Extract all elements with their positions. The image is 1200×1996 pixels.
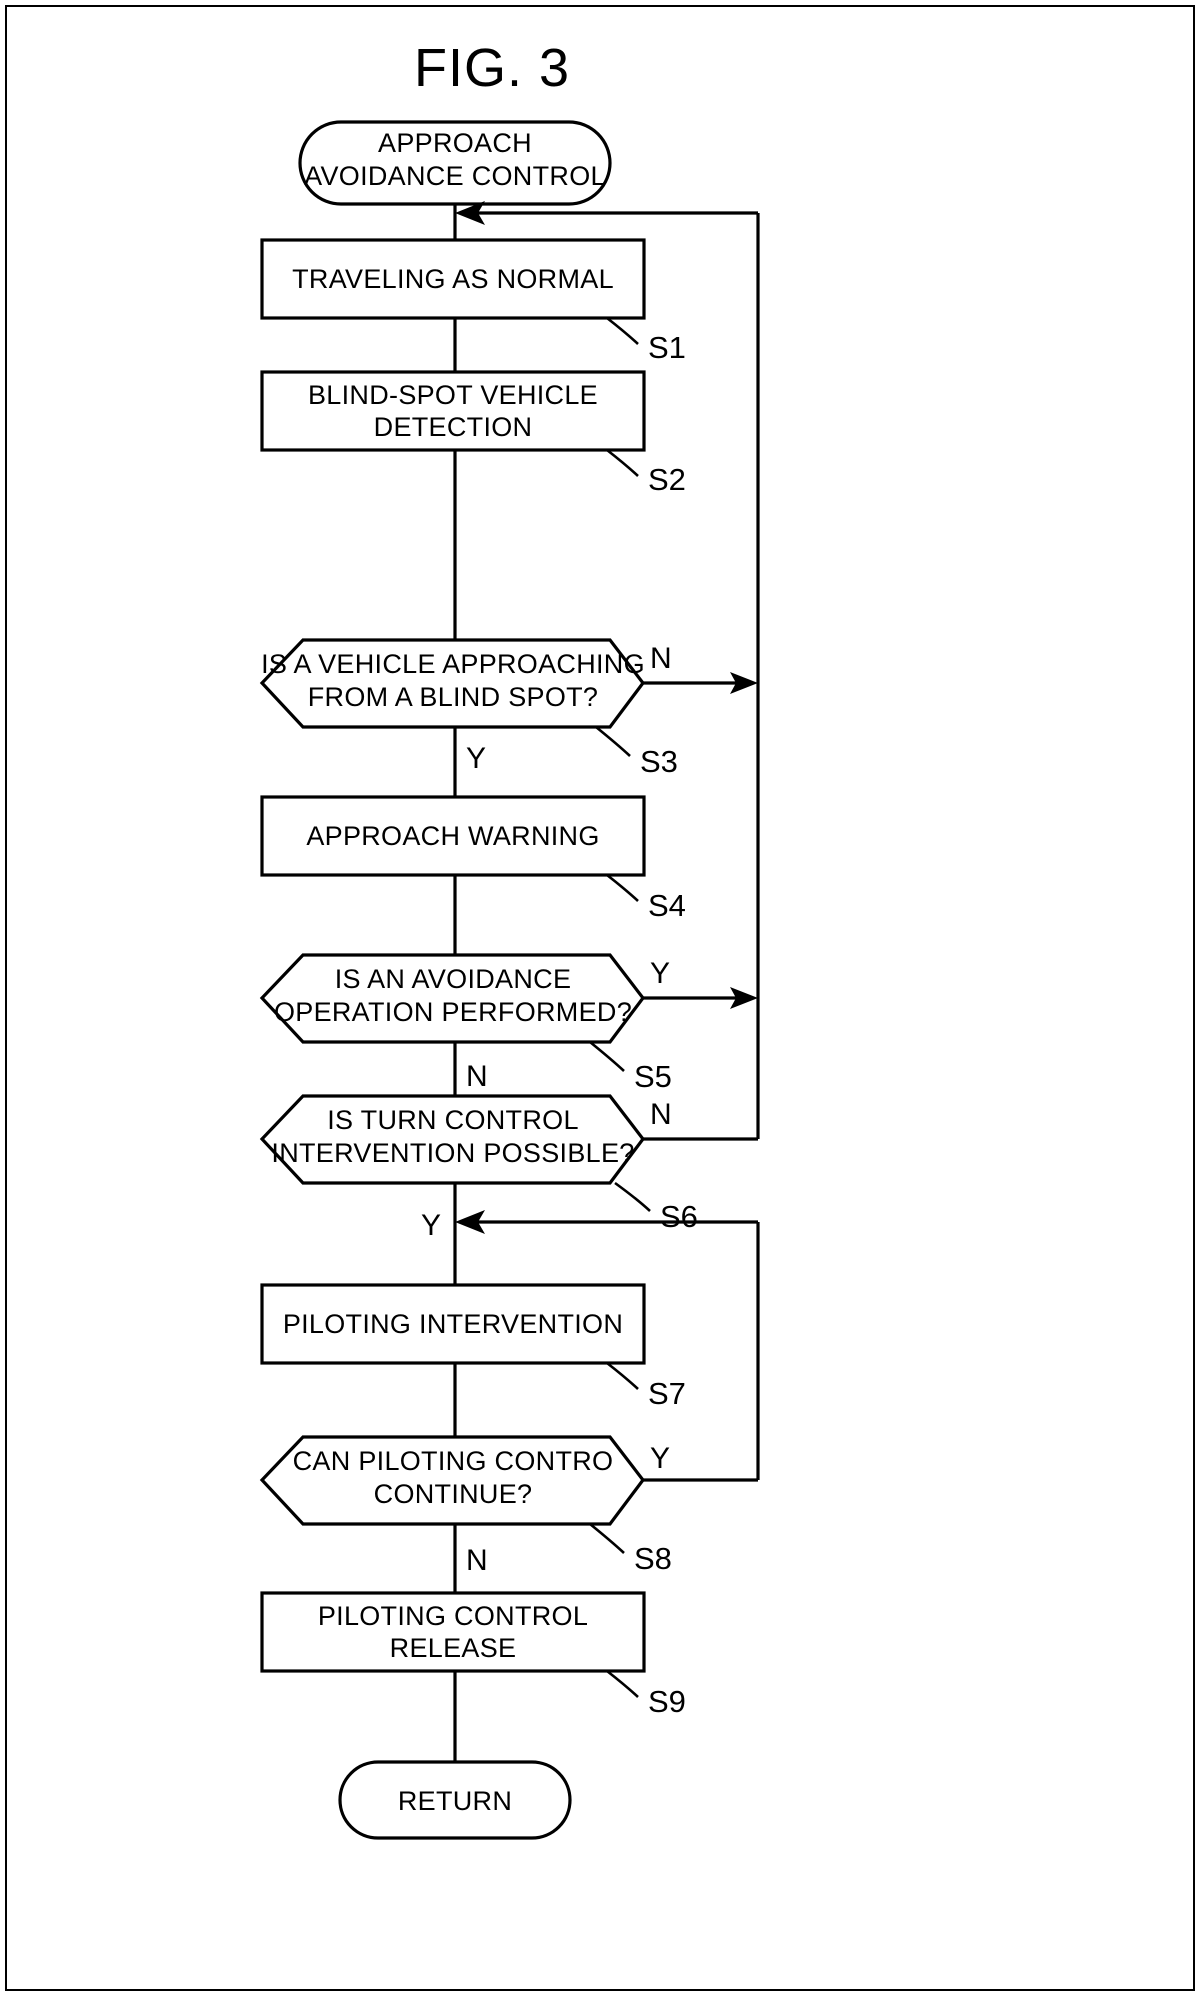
- step-label-s8: S8: [634, 1541, 672, 1576]
- leader-s2: [606, 448, 639, 477]
- node-s2-line2: DETECTION: [374, 412, 533, 442]
- figure-title: FIG. 3: [414, 38, 570, 98]
- step-label-s3: S3: [640, 744, 678, 779]
- step-label-s6: S6: [660, 1199, 698, 1234]
- branch-label-s6-no: N: [650, 1098, 672, 1131]
- node-s9-shape: [260, 1591, 646, 1673]
- branch-label-s8-yes: Y: [650, 1442, 670, 1475]
- node-s3-line2: FROM A BLIND SPOT?: [308, 682, 598, 712]
- node-return-shape: [338, 1760, 572, 1840]
- node-s6-line1: IS TURN CONTROL: [327, 1105, 579, 1135]
- arrowhead-s5-yes: [730, 987, 758, 1009]
- node-s2-line1: BLIND-SPOT VEHICLE: [308, 380, 598, 410]
- node-s3-shape: [259, 638, 646, 729]
- leader-s9: [606, 1669, 639, 1698]
- node-s3-line1: IS A VEHICLE APPROACHING: [261, 649, 645, 679]
- step-label-s2: S2: [648, 462, 686, 497]
- branch-label-s5-no: N: [466, 1060, 488, 1093]
- step-label-s1: S1: [648, 330, 686, 365]
- page-border: [5, 5, 1195, 1991]
- branch-label-s8-no: N: [466, 1544, 488, 1577]
- node-start-line2: AVOIDANCE CONTROL: [304, 161, 606, 191]
- node-s4-label: APPROACH WARNING: [306, 821, 599, 851]
- node-s2-shape: [260, 370, 646, 452]
- node-s5-line2: OPERATION PERFORMED?: [274, 997, 632, 1027]
- leader-s3: [595, 725, 631, 757]
- node-s7-label: PILOTING INTERVENTION: [283, 1309, 623, 1339]
- step-label-s7: S7: [648, 1376, 686, 1411]
- node-s5-line1: IS AN AVOIDANCE: [335, 964, 572, 994]
- step-label-s9: S9: [648, 1684, 686, 1719]
- arrowhead-lower-merge: [455, 1210, 485, 1234]
- node-s8-shape: [259, 1435, 646, 1526]
- branch-label-s3-no: N: [650, 642, 672, 675]
- node-s8-line2: CONTINUE?: [374, 1479, 533, 1509]
- node-s8-line1: CAN PILOTING CONTRO: [293, 1446, 614, 1476]
- node-s1-label: TRAVELING AS NORMAL: [292, 264, 614, 294]
- node-s6-line2: INTERVENTION POSSIBLE?: [271, 1138, 634, 1168]
- arrowhead-upper-merge: [455, 201, 485, 225]
- node-start-line1: APPROACH: [378, 128, 532, 158]
- step-label-s5: S5: [634, 1059, 672, 1094]
- node-s5-shape: [259, 953, 646, 1044]
- leader-s6: [614, 1181, 651, 1212]
- node-s1-shape: [260, 238, 646, 320]
- node-s9-line1: PILOTING CONTROL: [318, 1601, 588, 1631]
- leader-s1: [606, 316, 639, 345]
- leader-s7: [606, 1361, 639, 1390]
- leader-s5: [589, 1040, 625, 1072]
- node-return-label: RETURN: [398, 1786, 512, 1816]
- leader-s4: [606, 873, 639, 902]
- node-s4-shape: [260, 795, 646, 877]
- node-s9-line2: RELEASE: [390, 1633, 517, 1663]
- branch-label-s5-yes: Y: [650, 957, 670, 990]
- step-label-s4: S4: [648, 888, 686, 923]
- branch-label-s3-yes: Y: [466, 742, 486, 775]
- leader-s8: [589, 1522, 625, 1554]
- node-s7-shape: [260, 1283, 646, 1365]
- arrowhead-s3-no: [730, 672, 758, 694]
- branch-label-s6-yes: Y: [421, 1209, 441, 1242]
- node-s6-shape: [259, 1094, 646, 1185]
